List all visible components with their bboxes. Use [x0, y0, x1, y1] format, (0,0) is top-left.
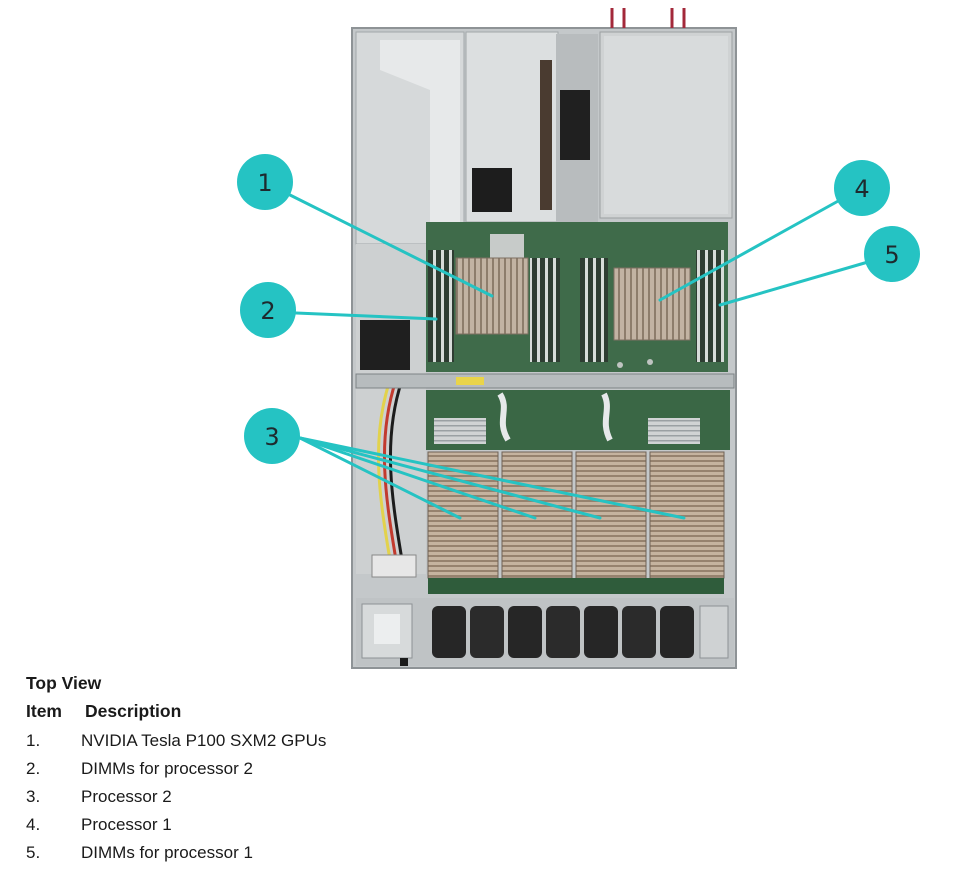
- callout-5: 5: [864, 226, 920, 282]
- fan-2: [470, 606, 504, 658]
- crossbar: [355, 373, 735, 389]
- fan-1: [432, 606, 466, 658]
- callout-3-label: 3: [264, 423, 279, 451]
- gpu-baseboard: [426, 390, 730, 594]
- cable-area: [356, 244, 426, 578]
- legend-item-description: DIMMs for processor 2: [81, 759, 253, 778]
- server-top-view-diagram: 1 2 3 4 5: [237, 8, 920, 669]
- callout-2: 2: [240, 282, 296, 338]
- legend-item-number: 1.: [26, 731, 41, 750]
- callout-lines: [286, 192, 870, 520]
- fan-4: [546, 606, 580, 658]
- dimm-bank-cpu2-right: [530, 258, 560, 362]
- fan-3: [508, 606, 542, 658]
- legend-item-number: 2.: [26, 759, 41, 778]
- dimm-bank-cpu1-left: [580, 258, 608, 362]
- gpu-heatsink-4: [649, 451, 725, 579]
- fan-6: [622, 606, 656, 658]
- fan-5: [584, 606, 618, 658]
- gpu-heatsink-2: [501, 451, 573, 579]
- fan-row: [356, 598, 734, 666]
- legend-header-item: Item: [26, 701, 62, 721]
- callout-1: 1: [237, 154, 293, 210]
- legend-item-number: 4.: [26, 815, 41, 834]
- legend-item-description: Processor 1: [81, 815, 172, 834]
- legend-item-description: Processor 2: [81, 787, 172, 806]
- legend-item-number: 3.: [26, 787, 41, 806]
- fan-7: [660, 606, 694, 658]
- callout-3: 3: [244, 408, 300, 464]
- callout-2-label: 2: [260, 297, 275, 325]
- legend-item-number: 5.: [26, 843, 41, 862]
- dimm-bank-cpu2-left: [428, 250, 454, 362]
- callout-4-label: 4: [854, 175, 869, 203]
- motherboard: [426, 222, 728, 372]
- callout-5-label: 5: [884, 241, 899, 269]
- legend-item-description: DIMMs for processor 1: [81, 843, 253, 862]
- caption-title: Top View: [26, 673, 102, 693]
- processor-1-heatsink: [613, 267, 691, 341]
- callout-4: 4: [834, 160, 890, 216]
- legend-item-description: NVIDIA Tesla P100 SXM2 GPUs: [81, 731, 327, 750]
- callout-1-label: 1: [257, 169, 272, 197]
- legend-header-description: Description: [85, 701, 182, 721]
